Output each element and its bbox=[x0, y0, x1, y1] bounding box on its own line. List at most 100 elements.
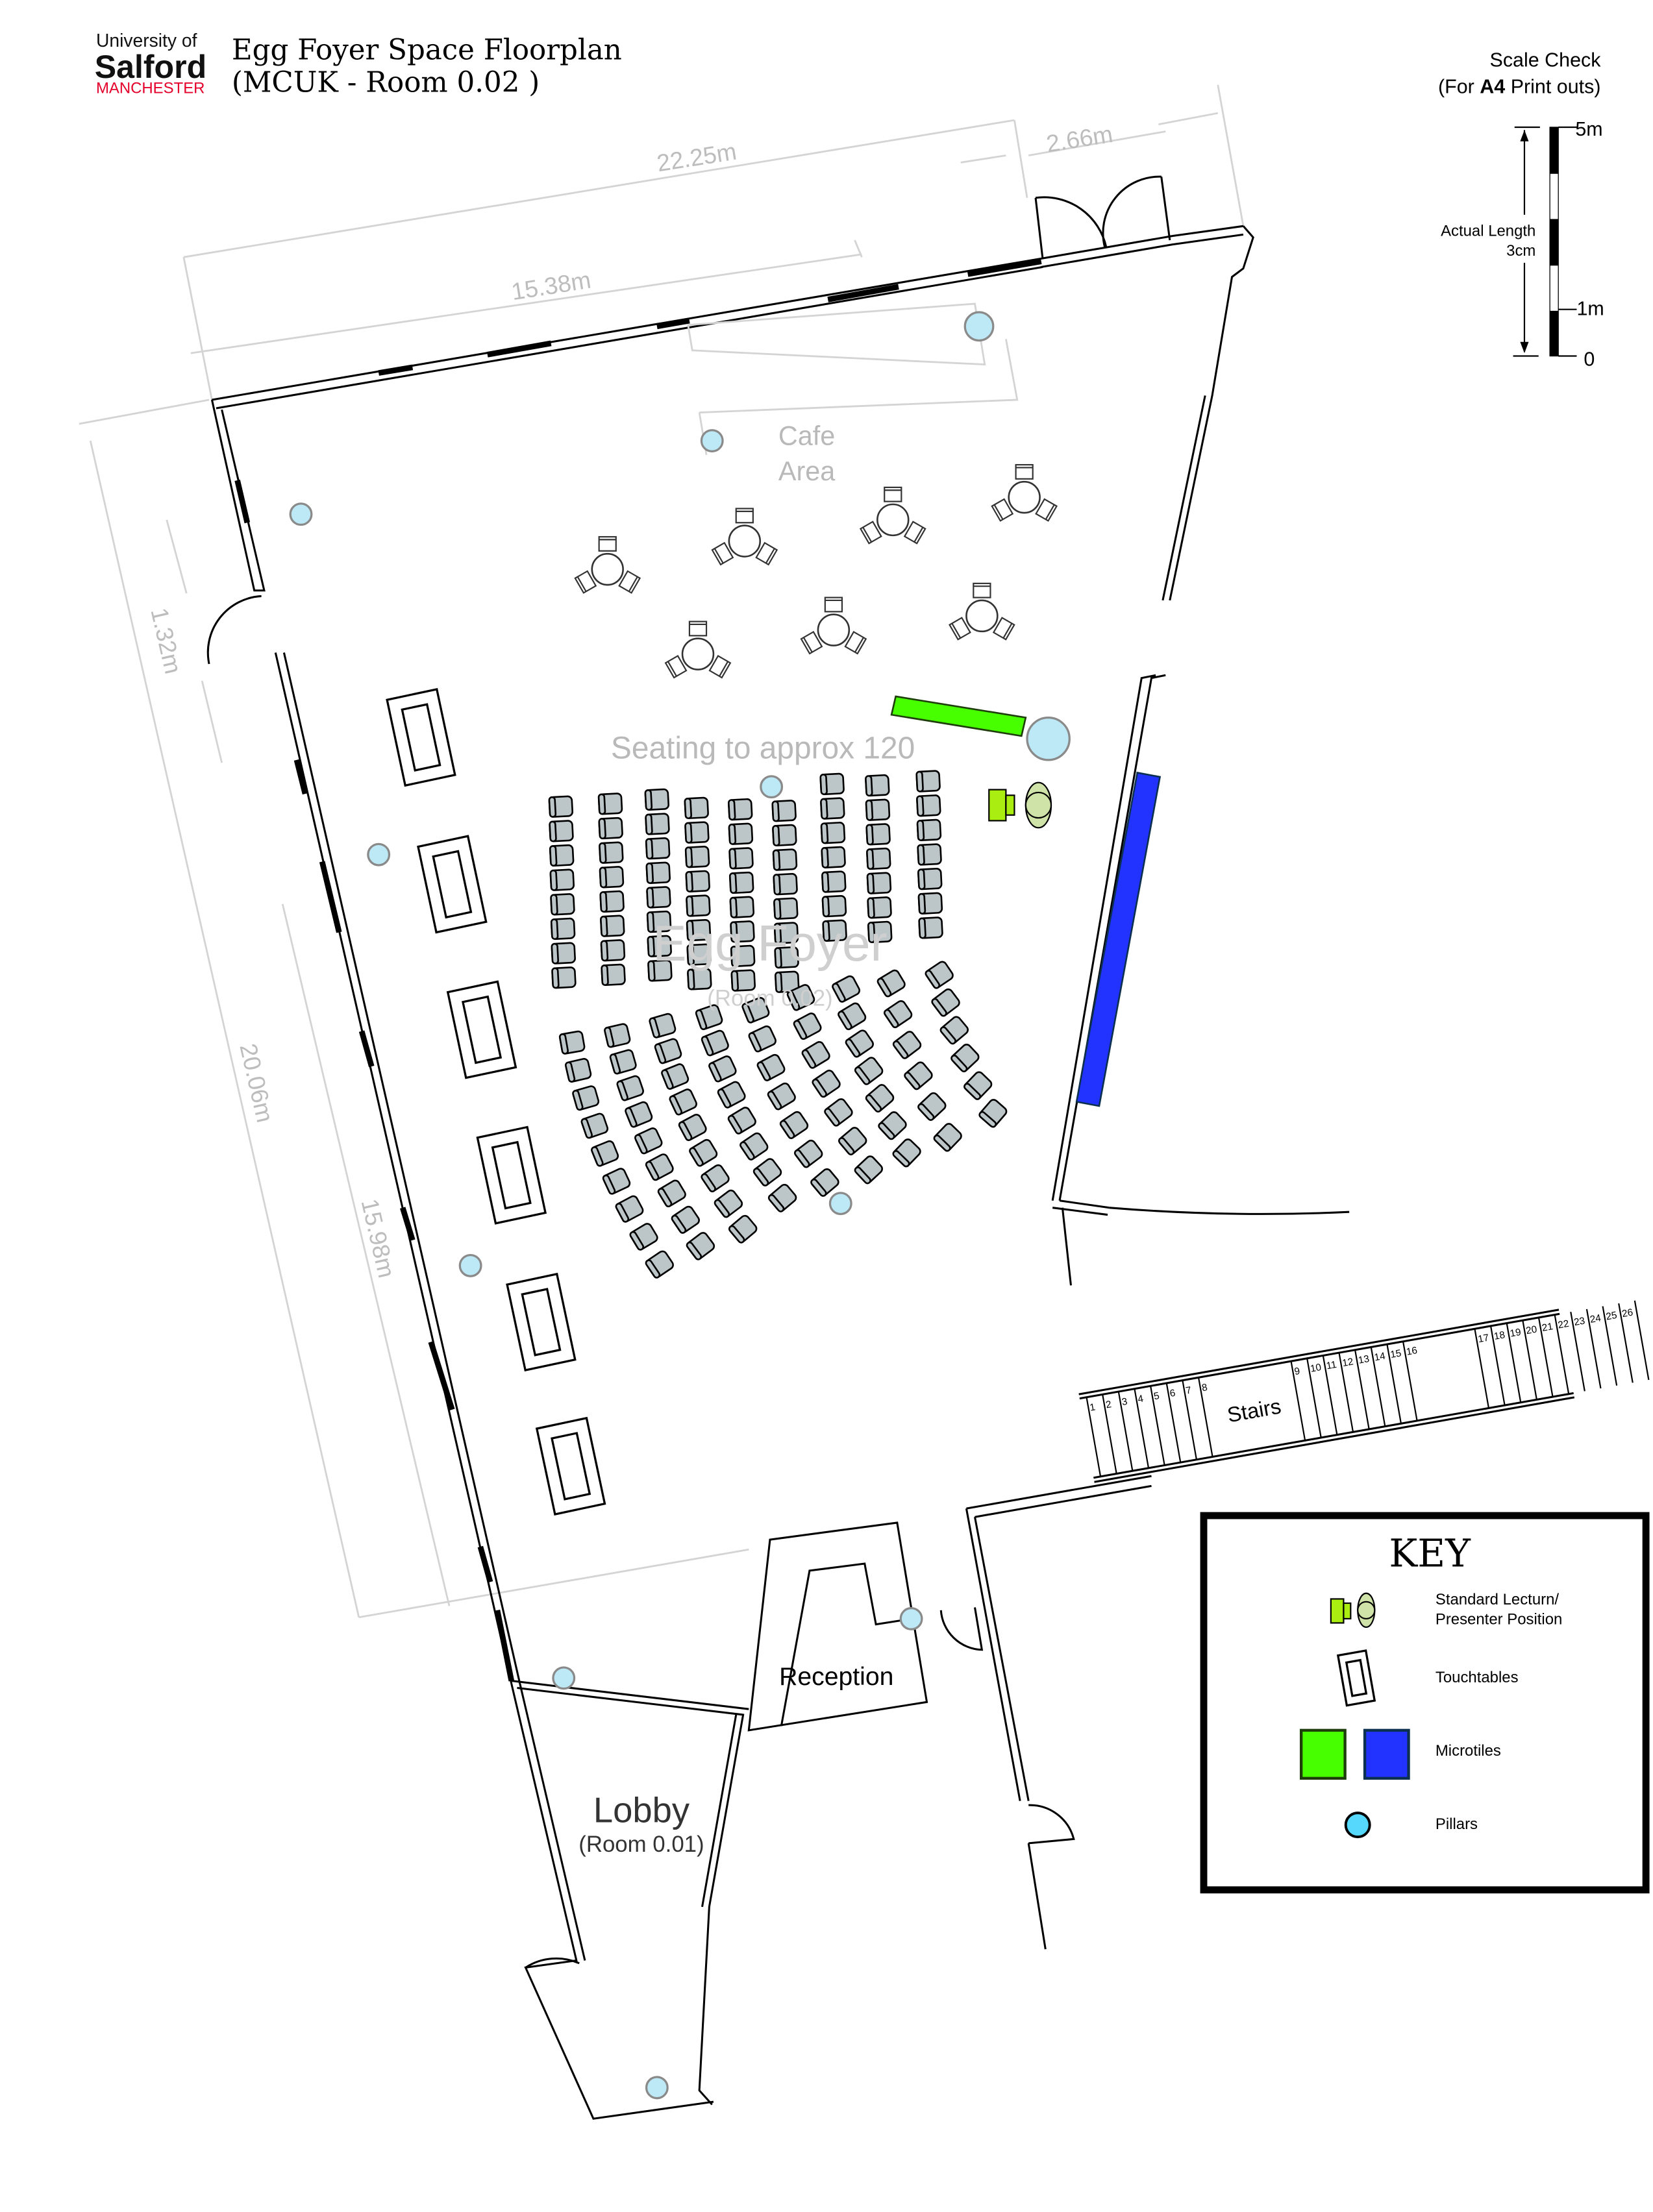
seat bbox=[645, 837, 671, 860]
seat bbox=[548, 795, 574, 818]
seat bbox=[752, 1158, 782, 1186]
cafe-area-label: Cafe bbox=[778, 421, 835, 451]
seat bbox=[684, 846, 710, 868]
seat bbox=[645, 1250, 674, 1279]
stair-tread bbox=[1165, 1382, 1182, 1463]
key-label-microtiles: Microtiles bbox=[1436, 1742, 1501, 1760]
seat bbox=[646, 910, 672, 933]
stair-tread bbox=[1634, 1300, 1650, 1381]
cafe-table bbox=[949, 582, 1015, 641]
cafe-table bbox=[711, 508, 778, 566]
touchtable bbox=[417, 835, 488, 934]
seat bbox=[730, 920, 755, 943]
seat bbox=[728, 871, 754, 894]
seat bbox=[727, 798, 753, 821]
seat bbox=[598, 817, 623, 840]
seat bbox=[572, 1085, 600, 1111]
cafe-chair bbox=[618, 570, 641, 594]
stair-tread bbox=[1134, 1388, 1150, 1469]
seat bbox=[602, 1168, 631, 1195]
seat bbox=[549, 868, 575, 891]
pillar bbox=[552, 1666, 576, 1690]
seat bbox=[917, 843, 942, 866]
seat bbox=[916, 794, 941, 817]
seat bbox=[892, 1031, 922, 1059]
stair-number: 6 bbox=[1169, 1388, 1176, 1399]
seat bbox=[812, 1070, 841, 1098]
seat bbox=[916, 818, 942, 842]
seat bbox=[773, 897, 799, 920]
seat bbox=[649, 1013, 677, 1038]
seat bbox=[915, 770, 941, 793]
seat bbox=[892, 1138, 921, 1168]
seat bbox=[821, 846, 846, 869]
seat bbox=[822, 919, 847, 942]
seat bbox=[801, 1041, 830, 1069]
seat bbox=[645, 813, 670, 835]
dimension-left-door: 1.32m bbox=[145, 606, 186, 676]
cafe-chair bbox=[992, 617, 1015, 641]
seat bbox=[917, 892, 943, 915]
stair-tread bbox=[1102, 1394, 1117, 1474]
microtile-blue bbox=[1075, 771, 1162, 1107]
cafe-chair bbox=[973, 582, 991, 598]
dimension-top-overall: 22.25m bbox=[655, 138, 738, 177]
touchtable bbox=[476, 1125, 547, 1225]
seat bbox=[838, 1002, 867, 1031]
page-subtitle: (MCUK - Room 0.02 ) bbox=[232, 67, 540, 99]
pillars bbox=[289, 311, 1071, 2100]
cafe-chair bbox=[903, 521, 926, 545]
scale-tick-0: 0 bbox=[1584, 349, 1595, 371]
cafe-table bbox=[991, 463, 1058, 522]
seat bbox=[773, 922, 799, 944]
key-label-lectern-2: Presenter Position bbox=[1436, 1611, 1562, 1628]
seat bbox=[657, 1179, 686, 1208]
seat bbox=[669, 1088, 697, 1116]
scale-check: Scale Check (For A4 Print outs) 5m 1m 0 … bbox=[1438, 49, 1604, 370]
seat bbox=[728, 847, 754, 870]
university-logo: University of Salford MANCHESTER bbox=[95, 30, 206, 97]
scale-tick-5m: 5m bbox=[1575, 118, 1602, 140]
cafe-table bbox=[664, 621, 732, 679]
seat bbox=[549, 844, 575, 867]
key-microtile-blue-icon bbox=[1363, 1728, 1410, 1780]
cafe-area-label-2: Area bbox=[778, 456, 835, 486]
seat bbox=[600, 939, 626, 962]
seat bbox=[925, 961, 954, 989]
scale-tick-1m: 1m bbox=[1576, 297, 1604, 319]
seat bbox=[717, 1081, 746, 1109]
microtile-green bbox=[890, 695, 1027, 737]
seat bbox=[931, 988, 960, 1017]
seat bbox=[773, 873, 798, 896]
page-title: Egg Foyer Space Floorplan bbox=[232, 34, 622, 67]
stair-number: 10 bbox=[1310, 1362, 1323, 1375]
key-title: KEY bbox=[1389, 1530, 1471, 1575]
seat bbox=[599, 841, 624, 864]
pillar bbox=[963, 311, 995, 342]
stair-number: 19 bbox=[1509, 1327, 1522, 1340]
stair-number: 26 bbox=[1621, 1307, 1634, 1320]
stair-number: 13 bbox=[1358, 1353, 1371, 1366]
seat bbox=[774, 946, 799, 969]
key-label-touchtables: Touchtables bbox=[1436, 1669, 1519, 1686]
touchtable bbox=[535, 1416, 606, 1516]
seat bbox=[686, 918, 712, 942]
stair-tread bbox=[1402, 1341, 1418, 1421]
seat bbox=[866, 847, 891, 870]
stair-tread bbox=[1554, 1314, 1570, 1394]
cafe-chair bbox=[991, 498, 1014, 522]
stair-number: 7 bbox=[1185, 1384, 1192, 1396]
seat bbox=[867, 896, 892, 919]
seat bbox=[616, 1075, 644, 1101]
dimension-door-width: 2.66m bbox=[1045, 121, 1115, 158]
pillar bbox=[367, 842, 391, 866]
seat bbox=[599, 890, 625, 913]
seat bbox=[771, 800, 797, 822]
key-microtile-green-icon bbox=[1299, 1728, 1347, 1780]
actual-length-value: 3cm bbox=[1506, 242, 1535, 260]
cafe-chair bbox=[708, 655, 732, 679]
seat bbox=[772, 848, 798, 871]
seat bbox=[854, 1057, 884, 1085]
dimension-left-overall: 20.06m bbox=[234, 1041, 279, 1125]
